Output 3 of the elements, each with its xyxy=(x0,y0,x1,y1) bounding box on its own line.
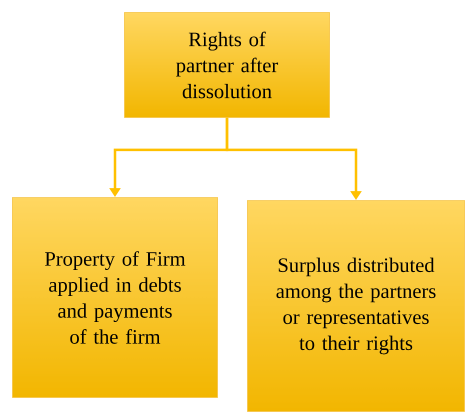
process-box: Property of Firm applied in debts and payments of the firm xyxy=(12,197,218,398)
process-box: Surplus distributed among the partners or representatives to their rights xyxy=(247,200,465,412)
process-box: Rights of partner after dissolution xyxy=(124,12,330,118)
